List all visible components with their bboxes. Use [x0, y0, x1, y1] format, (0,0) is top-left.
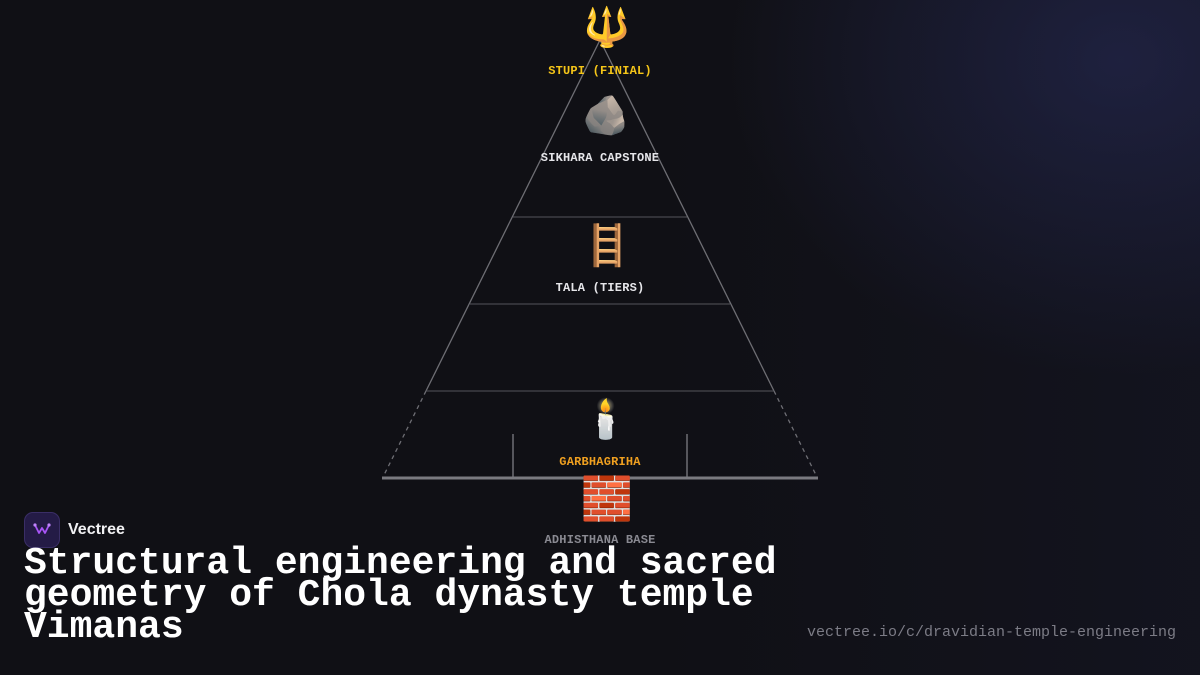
brand: Vectree	[24, 512, 125, 548]
tower-left-edge	[425, 39, 601, 392]
brick-icon: 🧱	[580, 474, 634, 523]
level-label-tala: TALA (TIERS)	[555, 281, 645, 295]
candle-icon: 🕯️	[582, 397, 630, 441]
level-label-sikhara: SIKHARA CAPSTONE	[540, 151, 660, 165]
brand-name: Vectree	[68, 521, 125, 538]
page-title: Structural engineering and sacred geomet…	[24, 542, 777, 649]
source-url[interactable]: vectree.io/c/dravidian-temple-engineerin…	[806, 624, 1176, 641]
level-label-stupi: STUPI (FINIAL)	[548, 64, 652, 78]
ladder-icon: 🪜	[582, 223, 632, 269]
tower-left-dashed-edge	[382, 390, 427, 478]
rock-icon: 🪨	[582, 93, 630, 137]
level-label-adhisthana: ADHISTHANA BASE	[544, 533, 656, 547]
tower-right-edge	[599, 39, 775, 392]
vectree-logo-icon	[24, 512, 60, 548]
trident-icon: 🔱	[583, 5, 631, 49]
level-label-garbhagriha: GARBHAGRIHA	[559, 455, 641, 469]
tower-right-dashed-edge	[773, 390, 818, 478]
